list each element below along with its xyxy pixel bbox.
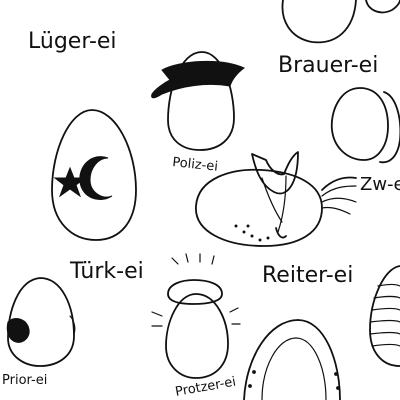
egg-edge-right-top [365,0,400,14]
egg-bottom-center [243,319,341,400]
egg-striped-edge [369,265,400,367]
egg-turk [51,109,137,241]
police-cap-icon [151,61,245,99]
label-brauer: Brauer-ei [278,53,378,78]
egg-prior [6,277,76,367]
star-icon [53,166,87,198]
label-zw: Zw-e [360,174,400,195]
egg-brauer-pair [330,87,400,164]
saddle-icon [251,151,299,195]
label-reiter: Reiter-ei [262,263,353,288]
egg-reiter [195,151,357,247]
label-protzer: Protzer-ei [174,375,237,400]
halo-icon [167,279,223,305]
egg-protzer [151,279,241,379]
label-prior: Prior-ei [2,373,47,388]
egg-top-right [281,0,357,44]
hair-icon [6,318,30,343]
label-luger: Lüger-ei [28,29,117,54]
crescent-icon [79,156,113,200]
egg-poliz [151,51,245,151]
label-turk: Türk-ei [69,259,144,284]
label-poliz: Poliz-ei [172,155,219,175]
tail-icon [321,176,357,191]
rays-top [171,253,215,265]
